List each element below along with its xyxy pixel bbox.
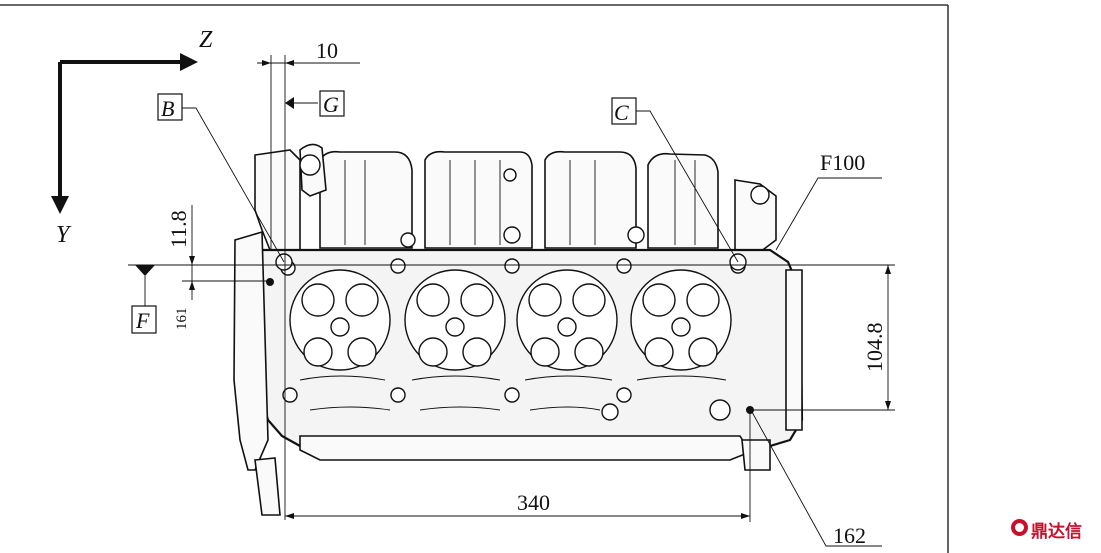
dim-340-label: 340 (517, 490, 550, 515)
y-axis-arrowhead (51, 196, 69, 214)
callout-f100-label: F100 (820, 150, 865, 175)
dim-161-label: 161 (174, 308, 190, 331)
datum-f: F (128, 264, 895, 334)
datum-f-label: F (135, 308, 150, 333)
watermark-logo-icon (1011, 519, 1028, 536)
dim-11-8-label: 11.8 (166, 210, 191, 248)
dimension-10: 10 (257, 38, 360, 520)
drawing-frame (0, 4, 949, 553)
watermark-text: 鼎达信 (1031, 522, 1082, 542)
datum-g-box: G (319, 90, 345, 117)
axis-indicator: Z Y (51, 27, 213, 248)
callout-162: 162 (751, 411, 882, 548)
chamber-3 (516, 269, 618, 371)
datum-c-box: C (611, 97, 637, 125)
datum-c: C (611, 97, 739, 263)
callout-162-label: 162 (833, 523, 866, 548)
dimension-11-8: 11.8 161 (166, 205, 272, 330)
z-axis-label: Z (199, 27, 213, 53)
dim-104-8-label: 104.8 (862, 323, 887, 373)
datum-g-label: G (323, 92, 339, 117)
y-axis-label: Y (56, 222, 72, 248)
datum-f-box: F (131, 305, 157, 334)
callout-f100: F100 (775, 150, 882, 251)
datum-b-label: B (161, 96, 174, 121)
z-axis-arrowhead (180, 53, 198, 71)
chamber-2 (404, 269, 506, 371)
dim-10-label: 10 (316, 38, 338, 63)
reference-points (266, 253, 754, 414)
combustion-chambers (289, 269, 732, 371)
datum-b: B (157, 93, 285, 263)
chamber-4 (630, 269, 732, 371)
datum-b-box: B (157, 93, 183, 121)
datum-g: G (285, 90, 345, 117)
point-f (266, 278, 274, 286)
chamber-1 (289, 269, 391, 371)
dimension-340: 340 (285, 410, 751, 522)
dimension-104-8: 104.8 (750, 265, 895, 411)
datum-c-label: C (614, 100, 629, 125)
